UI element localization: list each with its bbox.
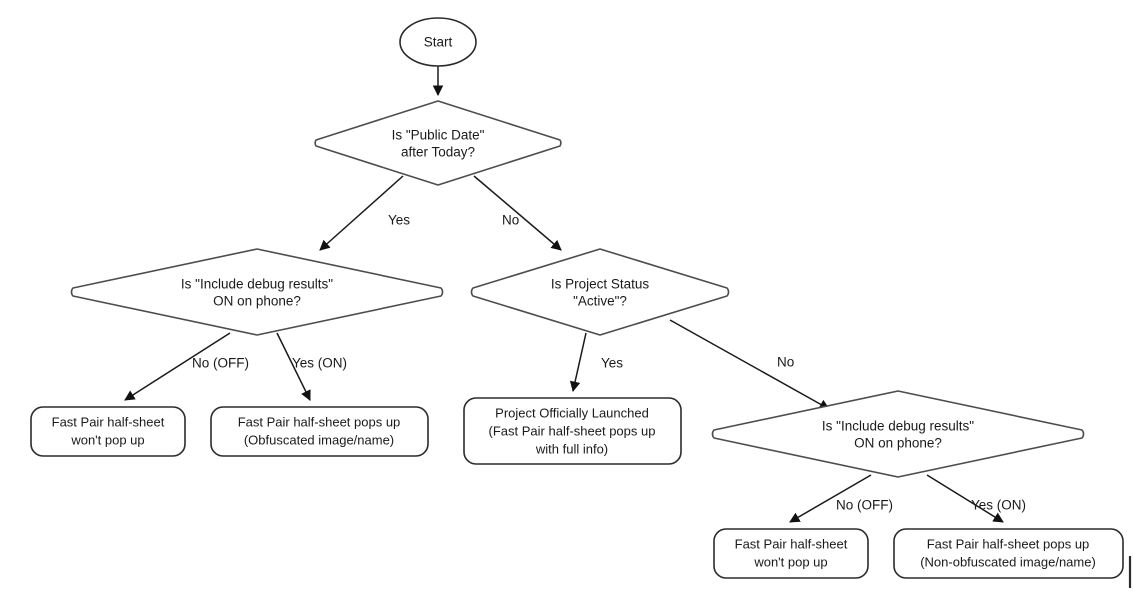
terminal-right-on-line1: Fast Pair half-sheet pops up: [927, 536, 1090, 551]
edge-project-status-no: No: [669, 319, 830, 410]
terminal-launched-line3: with full info): [535, 441, 608, 456]
edge-debug-right-no-off: No (OFF): [789, 474, 893, 523]
node-terminal-right-off[interactable]: Fast Pair half-sheet won't pop up: [713, 528, 869, 579]
edge-debug-left-yes-on: Yes (ON): [276, 332, 347, 401]
decision-debug-left-line1: Is "Include debug results": [181, 277, 333, 292]
decision-debug-left-line2: ON on phone?: [213, 294, 301, 309]
decision-debug-right-diamond: [711, 390, 1085, 478]
terminal-right-off-line2: won't pop up: [753, 554, 827, 569]
edge-public-date-no: No: [473, 175, 562, 251]
decision-project-status-line1: Is Project Status: [551, 277, 650, 292]
terminal-left-on-line1: Fast Pair half-sheet pops up: [238, 414, 401, 429]
edge-label-debug-right-yes-on: Yes (ON): [971, 498, 1026, 513]
terminal-launched-line2: (Fast Pair half-sheet pops up: [489, 423, 656, 438]
terminal-launched-line1: Project Officially Launched: [495, 405, 649, 420]
node-decision-debug-left[interactable]: Is "Include debug results" ON on phone?: [70, 248, 444, 336]
edge-label-debug-right-no-off: No (OFF): [836, 498, 893, 513]
terminal-left-off-line2: won't pop up: [70, 432, 144, 447]
node-terminal-left-on[interactable]: Fast Pair half-sheet pops up (Obfuscated…: [210, 406, 429, 457]
decision-public-date-line1: Is "Public Date": [392, 128, 485, 143]
decision-debug-left-diamond: [70, 248, 444, 336]
start-label: Start: [424, 35, 453, 50]
decision-project-status-diamond: [470, 248, 730, 336]
edge-label-debug-left-yes-on: Yes (ON): [292, 356, 347, 371]
terminal-right-on-box: [893, 528, 1124, 579]
edge-label-project-status-no: No: [777, 355, 794, 370]
node-decision-public-date[interactable]: Is "Public Date" after Today?: [314, 100, 562, 186]
node-terminal-launched[interactable]: Project Officially Launched (Fast Pair h…: [463, 397, 682, 465]
node-decision-debug-right[interactable]: Is "Include debug results" ON on phone?: [711, 390, 1085, 478]
terminal-left-off-line1: Fast Pair half-sheet: [52, 414, 165, 429]
decision-project-status-line2: "Active"?: [573, 294, 627, 309]
edge-label-debug-left-no-off: No (OFF): [192, 356, 249, 371]
decision-debug-right-line1: Is "Include debug results": [822, 419, 974, 434]
edge-public-date-yes: Yes: [319, 175, 410, 251]
terminal-right-off-line1: Fast Pair half-sheet: [735, 536, 848, 551]
edge-project-status-yes: Yes: [569, 332, 623, 393]
node-start[interactable]: Start: [399, 17, 477, 67]
decision-public-date-diamond: [314, 100, 562, 186]
decision-public-date-line2: after Today?: [401, 145, 475, 160]
edge-label-public-date-yes: Yes: [388, 213, 410, 228]
edge-debug-right-yes-on: Yes (ON): [926, 474, 1026, 523]
terminal-launched-box: [463, 397, 682, 465]
start-ellipse: [399, 17, 477, 67]
decision-debug-right-line2: ON on phone?: [854, 436, 942, 451]
edge-label-project-status-yes: Yes: [601, 356, 623, 371]
terminal-left-on-line2: (Obfuscated image/name): [244, 432, 394, 447]
terminal-left-off-box: [30, 406, 186, 457]
edge-debug-left-no-off: No (OFF): [124, 332, 249, 401]
node-decision-project-status[interactable]: Is Project Status "Active"?: [470, 248, 730, 336]
terminal-left-on-box: [210, 406, 429, 457]
node-terminal-right-on[interactable]: Fast Pair half-sheet pops up (Non-obfusc…: [893, 528, 1124, 579]
terminal-right-off-box: [713, 528, 869, 579]
node-terminal-left-off[interactable]: Fast Pair half-sheet won't pop up: [30, 406, 186, 457]
edge-label-public-date-no: No: [502, 213, 519, 228]
terminal-right-on-line2: (Non-obfuscated image/name): [920, 554, 1096, 569]
